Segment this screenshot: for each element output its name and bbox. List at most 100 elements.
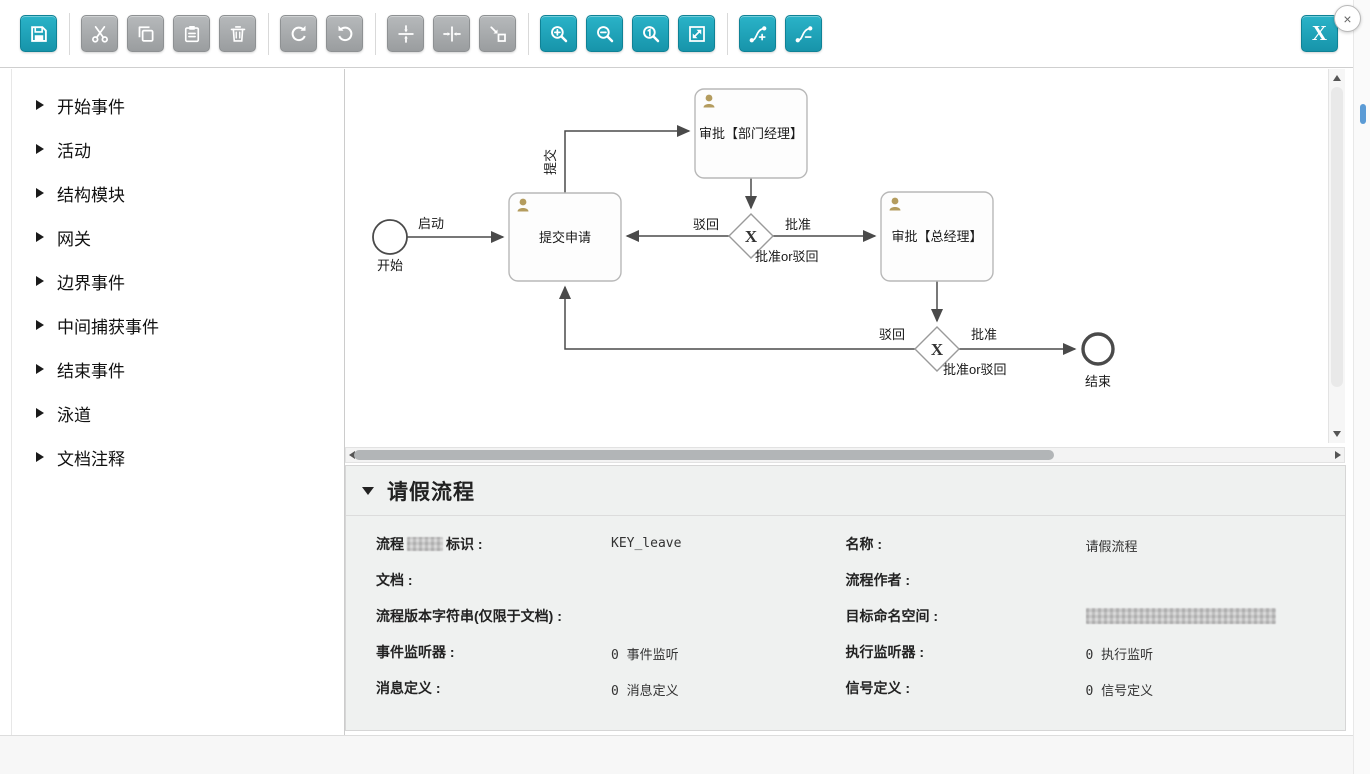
- gateway-label: 批准or驳回: [755, 249, 819, 264]
- gateway-x-symbol: X: [745, 227, 758, 246]
- scroll-down-arrow-icon[interactable]: [1333, 431, 1341, 437]
- chevron-right-icon: [36, 144, 44, 154]
- flow-label-approve-1: 批准: [785, 217, 811, 232]
- toolbar-separator: [268, 12, 269, 55]
- field-label: 事件监听器 :: [376, 644, 455, 660]
- task-label: 提交申请: [539, 230, 591, 245]
- delete-button[interactable]: [219, 15, 256, 52]
- properties-header[interactable]: 请假流程: [346, 466, 1345, 516]
- field-value[interactable]: 0 消息定义: [611, 684, 679, 699]
- chevron-right-icon: [36, 452, 44, 462]
- field-message-definitions: 消息定义 : 0 消息定义: [376, 678, 846, 699]
- sidebar-item-annotation[interactable]: 文档注释: [12, 435, 344, 479]
- flow-gateway2-reject[interactable]: [559, 285, 915, 350]
- palette-sidebar: 开始事件 活动 结构模块 网关 边界事件 中间捕获事件 结束事件 泳道 文档注释: [11, 69, 345, 735]
- sidebar-item-label: 开始事件: [57, 97, 125, 117]
- close-button[interactable]: ×: [1334, 5, 1361, 32]
- task-general-manager-approval[interactable]: 审批【总经理】: [880, 191, 994, 282]
- sidebar-item-structural[interactable]: 结构模块: [12, 171, 344, 215]
- page-scrollbar[interactable]: [1353, 0, 1370, 774]
- field-label: 流程标识 :: [376, 536, 483, 552]
- exclusive-gateway-1[interactable]: X 批准or驳回: [728, 213, 819, 264]
- cut-button[interactable]: [81, 15, 118, 52]
- end-event-label: 结束: [1085, 374, 1111, 389]
- field-value[interactable]: 0 事件监听: [611, 648, 679, 663]
- redo-arrow-icon: [291, 25, 306, 41]
- sidebar-item-label: 泳道: [57, 405, 91, 425]
- x-button[interactable]: X: [1301, 15, 1338, 52]
- field-value[interactable]: 0 信号定义: [1085, 684, 1154, 699]
- redaction-block: [1085, 608, 1276, 624]
- sidebar-item-activities[interactable]: 活动: [12, 127, 344, 171]
- field-label: 消息定义 :: [376, 680, 441, 696]
- end-event-node[interactable]: 结束: [1081, 332, 1115, 389]
- field-target-namespace: 目标命名空间 :: [846, 606, 1345, 627]
- save-icon: [30, 25, 47, 42]
- field-label: 流程作者 :: [845, 572, 911, 588]
- chevron-right-icon: [36, 320, 44, 330]
- field-label: 信号定义 :: [845, 680, 911, 696]
- sidebar-item-boundary-events[interactable]: 边界事件: [12, 259, 344, 303]
- undo-arrow-icon: [337, 25, 352, 41]
- sidebar-item-intermediate-catching-events[interactable]: 中间捕获事件: [12, 303, 344, 347]
- align-horizontal-icon: [442, 25, 461, 42]
- flow-submit-to-dept-manager[interactable]: [564, 125, 691, 193]
- field-value[interactable]: [1085, 606, 1276, 626]
- start-event-node[interactable]: 开始: [372, 219, 408, 273]
- cut-icon: [91, 25, 108, 43]
- flow-label-start: 启动: [418, 216, 444, 231]
- flow-label-approve-2: 批准: [971, 327, 997, 342]
- bendpoint-remove-button[interactable]: [785, 15, 822, 52]
- page-scroll-thumb[interactable]: [1360, 104, 1366, 124]
- zoom-in-button[interactable]: [540, 15, 577, 52]
- field-label: 执行监听器 :: [845, 644, 925, 660]
- vertical-scroll-thumb[interactable]: [1331, 87, 1343, 387]
- horizontal-scroll-thumb[interactable]: [354, 450, 1054, 460]
- zoom-actual-button[interactable]: [632, 15, 669, 52]
- scroll-left-arrow-icon[interactable]: [349, 451, 355, 459]
- chevron-right-icon: [36, 100, 44, 110]
- task-dept-manager-approval[interactable]: 审批【部门经理】: [694, 88, 808, 179]
- sidebar-item-label: 网关: [57, 229, 91, 249]
- copy-button[interactable]: [127, 15, 164, 52]
- bendpoint-remove-icon: [795, 25, 812, 42]
- sidebar-item-swimlanes[interactable]: 泳道: [12, 391, 344, 435]
- sidebar-item-label: 文档注释: [57, 449, 125, 469]
- save-button[interactable]: [20, 15, 57, 52]
- exclusive-gateway-2[interactable]: X 批准or驳回: [914, 326, 1007, 377]
- properties-panel: 请假流程 流程标识 : KEY_leave 文档 : 流程版本字符串(仅限于文档…: [345, 465, 1346, 731]
- paste-button[interactable]: [173, 15, 210, 52]
- redaction-block: [407, 537, 443, 551]
- flow-label-reject-1: 驳回: [693, 217, 719, 232]
- task-label: 审批【部门经理】: [699, 126, 803, 141]
- canvas-horizontal-scrollbar[interactable]: [345, 447, 1345, 463]
- field-value[interactable]: KEY_leave: [611, 536, 682, 551]
- properties-right-column: 名称 : 请假流程 流程作者 : 目标命名空间 : 执行监听器 : 0 执行监听…: [846, 534, 1345, 714]
- chevron-right-icon: [36, 364, 44, 374]
- undo-button[interactable]: [326, 15, 363, 52]
- redo-button[interactable]: [280, 15, 317, 52]
- field-value[interactable]: 请假流程: [1085, 540, 1138, 555]
- footer-bar: [0, 735, 1370, 774]
- user-icon: [703, 94, 715, 108]
- sidebar-item-start-events[interactable]: 开始事件: [12, 83, 344, 127]
- same-size-button[interactable]: [479, 15, 516, 52]
- sidebar-item-end-events[interactable]: 结束事件: [12, 347, 344, 391]
- sidebar-item-gateways[interactable]: 网关: [12, 215, 344, 259]
- align-vertical-button[interactable]: [387, 15, 424, 52]
- scroll-right-arrow-icon[interactable]: [1335, 451, 1341, 459]
- sidebar-item-label: 结束事件: [57, 361, 125, 381]
- collapse-chevron-icon[interactable]: [362, 486, 374, 495]
- task-submit-application[interactable]: 提交申请: [508, 192, 622, 282]
- scroll-up-arrow-icon[interactable]: [1333, 75, 1341, 81]
- bendpoint-add-icon: [749, 25, 766, 42]
- align-horizontal-button[interactable]: [433, 15, 470, 52]
- copy-icon: [138, 25, 154, 42]
- field-value[interactable]: 0 执行监听: [1085, 648, 1154, 663]
- zoom-fit-button[interactable]: [678, 15, 715, 52]
- zoom-out-button[interactable]: [586, 15, 623, 52]
- canvas-vertical-scrollbar[interactable]: [1328, 69, 1345, 443]
- bpmn-canvas[interactable]: 开始 启动 提交 提交申请 审批【部门经理】 X 批准or驳回: [345, 69, 1328, 440]
- toolbar-separator: [727, 12, 728, 55]
- bendpoint-add-button[interactable]: [739, 15, 776, 52]
